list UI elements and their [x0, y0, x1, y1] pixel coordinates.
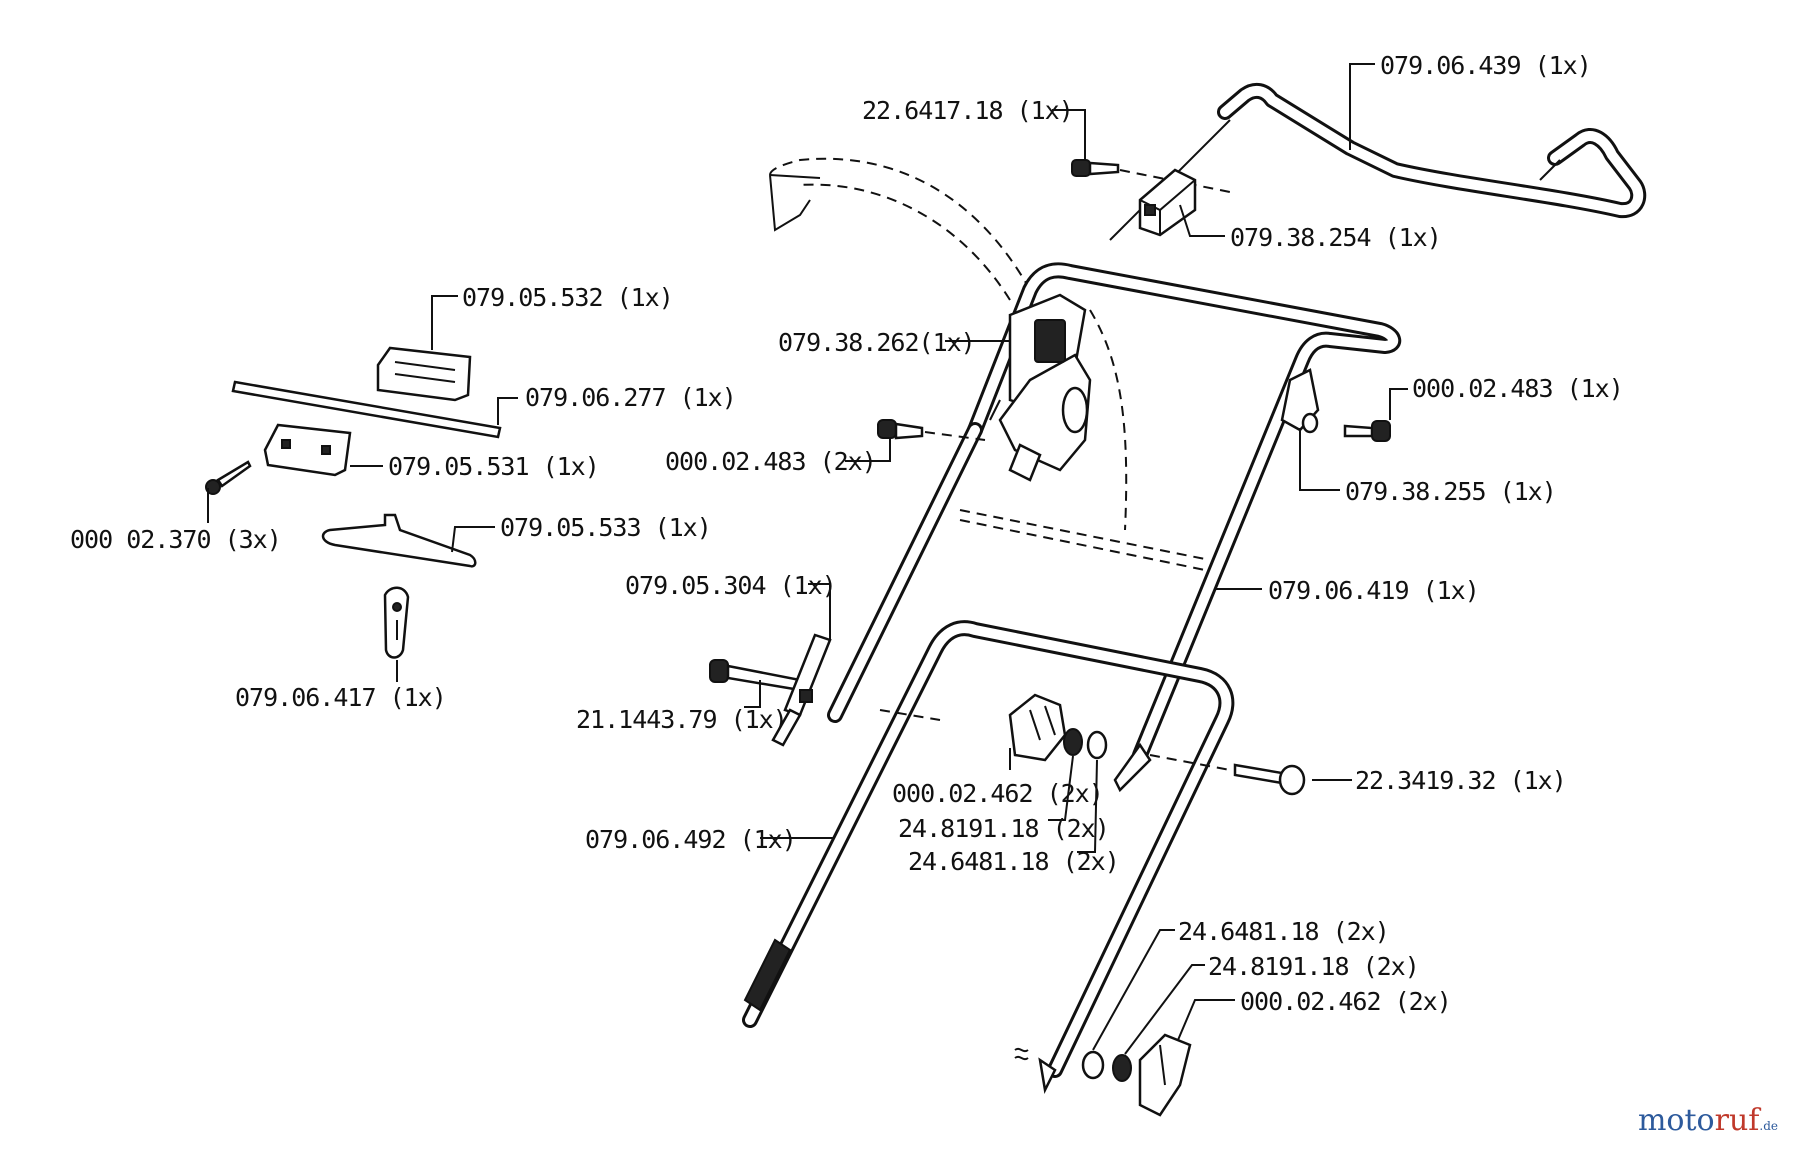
- label-000-02-462-a: 000.02.462 (2x): [892, 779, 1103, 808]
- label-079-38-262: 079.38.262(1x): [778, 328, 975, 357]
- brand-watermark: motoruf.de: [1638, 1103, 1778, 1138]
- label-000-02-370: 000 02.370 (3x): [70, 525, 281, 554]
- lower-handle-frame: [742, 620, 1235, 1094]
- label-079-05-304: 079.05.304 (1x): [625, 571, 836, 600]
- adapter-079-05-304: [771, 633, 832, 747]
- washer-24-8191-18-upper: [1063, 728, 1083, 756]
- brand-name-b: ruf: [1714, 1103, 1760, 1138]
- label-079-05-532: 079.05.532 (1x): [462, 283, 673, 312]
- screw-22-6417-18: [1071, 159, 1231, 193]
- label-079-38-254: 079.38.254 (1x): [1230, 223, 1441, 252]
- label-079-06-492: 079.06.492 (1x): [585, 825, 796, 854]
- clip-079-06-417: [383, 586, 410, 659]
- label-22-3419-32: 22.3419.32 (1x): [1355, 766, 1566, 795]
- screw-000-02-483-left: [877, 419, 986, 441]
- part-labels: 079.06.439 (1x) 22.6417.18 (1x) 079.38.2…: [70, 51, 1624, 1016]
- label-24-6481-18-a: 24.6481.18 (2x): [908, 847, 1119, 876]
- label-000-02-483-2x: 000.02.483 (2x): [665, 447, 876, 476]
- screw-000-02-483-right: [1343, 420, 1391, 442]
- washer-24-6481-18-lower: [1081, 1050, 1105, 1080]
- leader-lines: [207, 63, 1408, 1055]
- bracket-079-38-255: [1280, 368, 1320, 434]
- bolt-22-3419-32: [1233, 763, 1306, 796]
- rod-079-06-277: [231, 380, 502, 439]
- label-22-6417-18: 22.6417.18 (1x): [862, 96, 1073, 125]
- washer-24-8191-18-lower: [1112, 1054, 1132, 1082]
- label-079-38-255: 079.38.255 (1x): [1345, 477, 1556, 506]
- bracket-079-05-533: [321, 513, 477, 568]
- label-079-05-533: 079.05.533 (1x): [500, 513, 711, 542]
- plate-079-05-531: [263, 423, 352, 477]
- fold-arrow: [769, 157, 1031, 301]
- label-24-8191-18-b: 24.8191.18 (2x): [1208, 952, 1419, 981]
- brand-tld: .de: [1759, 1119, 1778, 1133]
- label-079-06-439: 079.06.439 (1x): [1380, 51, 1591, 80]
- clamp-079-38-254: [1138, 168, 1197, 237]
- label-079-06-277: 079.06.277 (1x): [525, 383, 736, 412]
- bolt-21-1443-79: [709, 659, 802, 692]
- cover-079-05-532: [376, 346, 472, 402]
- knob-000-02-462-lower: [1138, 1033, 1192, 1117]
- screw-000-02-370: [205, 460, 252, 495]
- label-24-8191-18-a: 24.8191.18 (2x): [898, 814, 1109, 843]
- label-079-06-417: 079.06.417 (1x): [235, 683, 446, 712]
- upper-handle-frame: [827, 262, 1402, 793]
- knob-000-02-462-upper: [1008, 693, 1067, 762]
- label-000-02-462-b: 000.02.462 (2x): [1240, 987, 1451, 1016]
- cable-control-box: [989, 293, 1092, 482]
- top-handle-bar: [1109, 82, 1647, 241]
- label-24-6481-18-b: 24.6481.18 (2x): [1178, 917, 1389, 946]
- label-21-1443-79: 21.1443.79 (1x): [576, 705, 787, 734]
- label-079-06-419: 079.06.419 (1x): [1268, 576, 1479, 605]
- brand-name-a: moto: [1637, 1103, 1715, 1138]
- label-000-02-483-1x: 000.02.483 (1x): [1412, 374, 1623, 403]
- label-079-05-531: 079.05.531 (1x): [388, 452, 599, 481]
- washer-24-6481-18-upper: [1086, 730, 1108, 760]
